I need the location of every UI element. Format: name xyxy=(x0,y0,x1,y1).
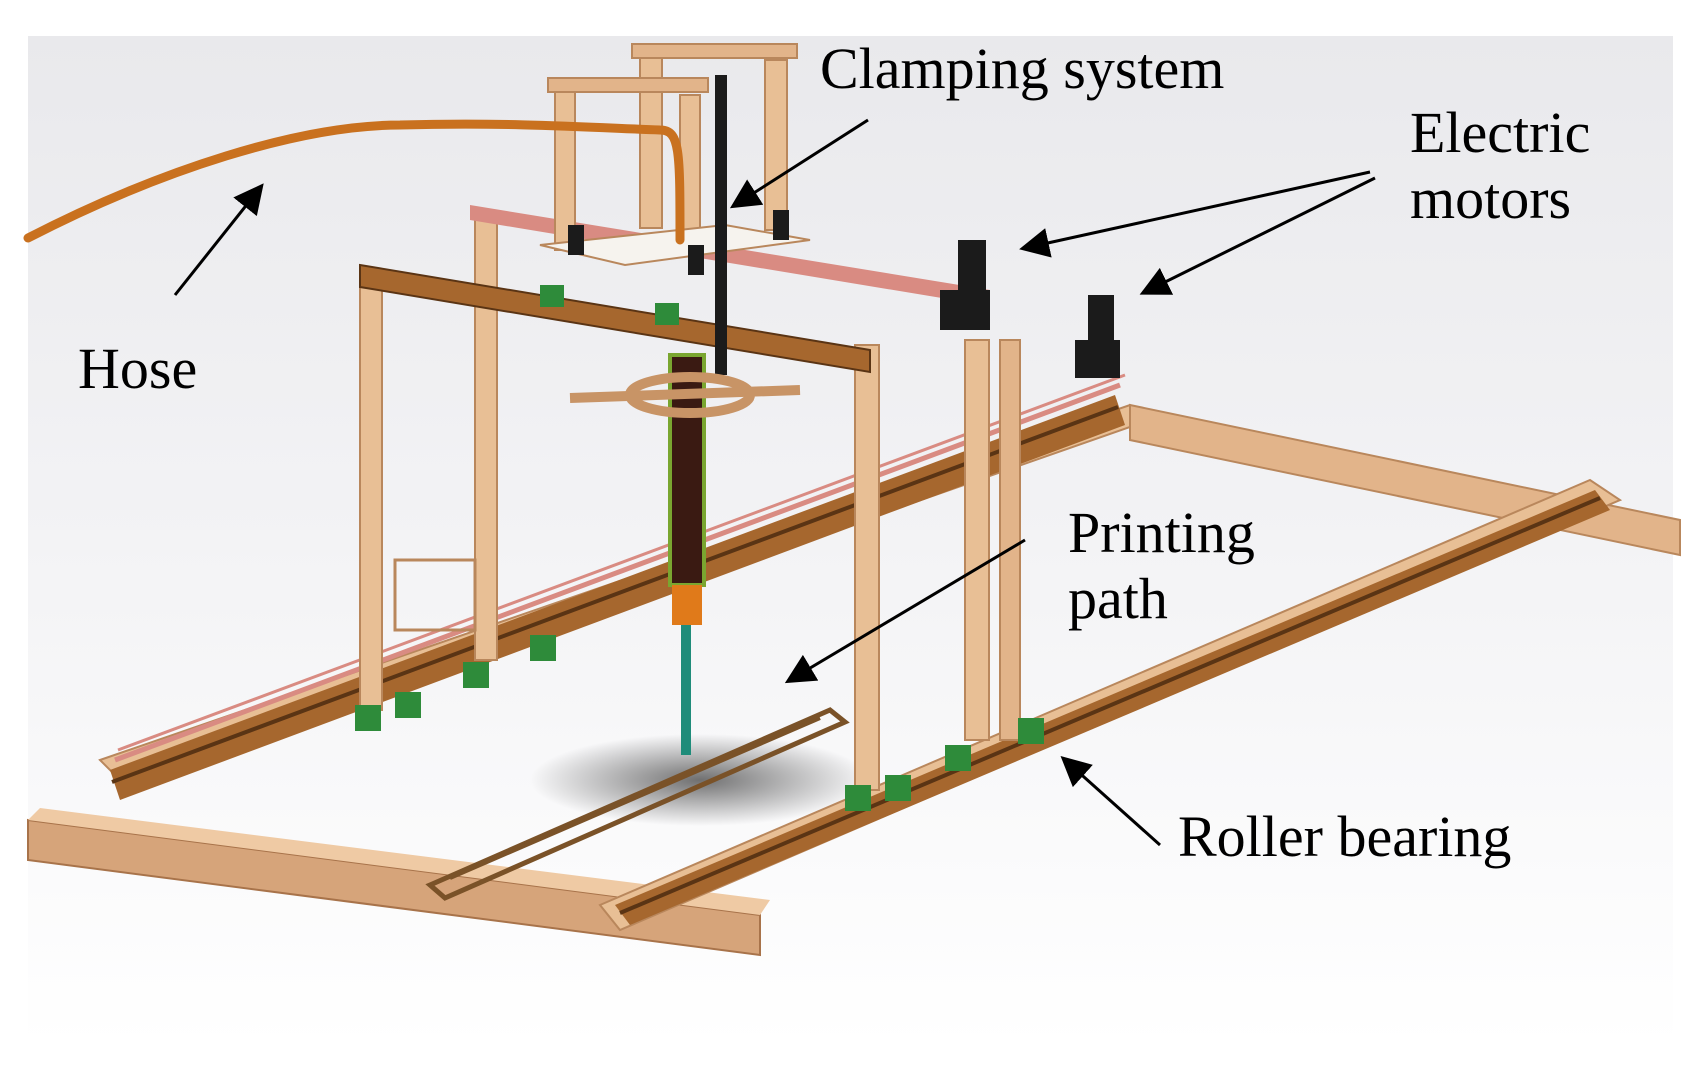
clamping-arrow xyxy=(729,118,869,209)
callout-arrows xyxy=(173,118,1376,847)
label-printing-path: Printing path xyxy=(1068,500,1255,631)
roller-bearings xyxy=(355,285,1044,811)
motor-arrow-2 xyxy=(1139,176,1376,295)
hose xyxy=(23,119,685,245)
label-clamping-system: Clamping system xyxy=(820,36,1225,101)
motor-arrow-1 xyxy=(1019,170,1371,258)
electric-motors xyxy=(940,240,1120,378)
label-hose: Hose xyxy=(78,336,198,401)
roller-bearing-arrow xyxy=(1060,755,1162,847)
label-roller-bearing: Roller bearing xyxy=(1178,804,1512,869)
printing-path xyxy=(425,707,850,901)
hose-arrow xyxy=(173,183,264,296)
extruder-column xyxy=(569,353,801,755)
clamping-head xyxy=(539,43,811,375)
printing-path-arrow xyxy=(784,538,1026,684)
label-electric-motors: Electric motors xyxy=(1410,100,1591,231)
right-rail xyxy=(615,490,1610,925)
gantry-frame xyxy=(359,205,1021,791)
